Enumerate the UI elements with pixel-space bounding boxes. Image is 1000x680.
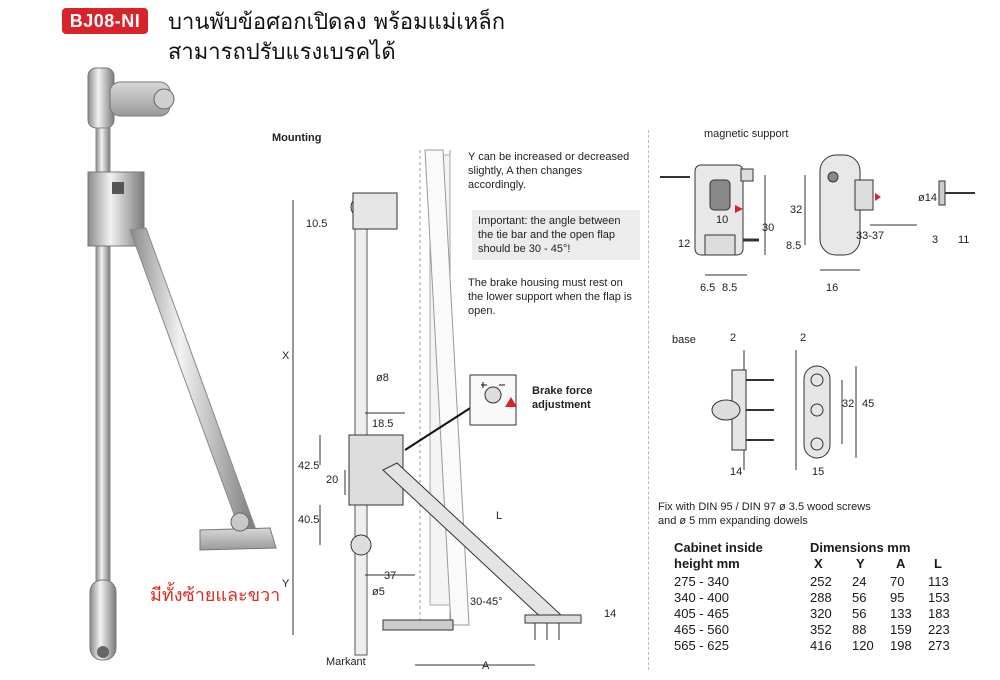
table-cell-y: 120 [852,638,874,653]
col-y: Y [856,556,865,571]
mag-dim-30: 30 [762,222,775,234]
table-cell-l: 273 [928,638,950,653]
base-dim-2-a: 2 [730,332,737,344]
table-cell-y: 88 [852,622,867,637]
base-dim-2-b: 2 [800,332,807,344]
brake-force-label: Brake force adjustment [532,385,593,411]
table-row: 340 - 400 288 56 95 153 [674,590,974,606]
base-dim-32: 32 [842,398,855,410]
mag-dim-12: 12 [678,238,691,250]
table-cell-x: 320 [810,606,832,621]
mag-dim-8-5-a: 8.5 [722,282,738,294]
table-row: 275 - 340 252 24 70 113 [674,574,974,590]
dim-y: Y [282,578,290,590]
table-cell-y: 56 [852,590,867,605]
product-title: บานพับข้อศอกเปิดลง พร้อมแม่เหล็ก สามารถป… [168,8,505,68]
table-cell-range: 405 - 465 [674,606,729,621]
table-cell-l: 223 [928,622,950,637]
fix-note-1: Fix with DIN 95 / DIN 97 ø 3.5 wood scre… [658,501,871,513]
table-cell-range: 465 - 560 [674,622,729,637]
mag-dim-33-37: 33-37 [856,230,885,242]
note-important: Important: the angle between the tie bar… [472,210,640,260]
table-cell-a: 70 [890,574,905,589]
table-cell-a: 133 [890,606,912,621]
mag-dim-32: 32 [790,204,803,216]
table-cell-l: 183 [928,606,950,621]
dim-14: 14 [604,608,617,620]
mag-dim-11: 11 [958,234,970,246]
base-heading: base [672,334,696,346]
note-brake-housing: The brake housing must rest on the lower… [468,277,632,317]
mag-dim-10: 10 [716,214,729,226]
dim-a: A [482,660,490,672]
table-cell-range: 340 - 400 [674,590,729,605]
table-row: 565 - 625 416 120 198 273 [674,638,974,654]
magnetic-drawing [660,154,975,276]
dim-20: 20 [326,474,339,486]
base-dim-45: 45 [862,398,875,410]
col-x: X [814,556,823,571]
mag-dim-d14: ø14 [918,192,937,204]
dim-40-5: 40.5 [298,514,320,526]
table-cell-range: 565 - 625 [674,638,729,653]
dim-angle: 30-45° [470,596,503,608]
dim-l: L [496,510,503,522]
table-head-left-2: height mm [674,556,740,571]
mag-dim-3: 3 [932,234,939,246]
markant-label: Markant [326,656,366,668]
table-cell-l: 153 [928,590,950,605]
col-l: L [934,556,942,571]
section-divider [648,130,649,670]
table-cell-y: 24 [852,574,867,589]
magnetic-heading: magnetic support [704,128,789,140]
base-drawing [711,350,857,470]
dim-x: X [282,350,290,362]
left-right-caption: มีทั้งซ้ายและขวา [150,585,281,606]
table-cell-a: 159 [890,622,912,637]
base-dim-15: 15 [812,466,825,478]
mag-dim-6-5: 6.5 [700,282,716,294]
table-cell-range: 275 - 340 [674,574,729,589]
table-head-right: Dimensions mm [810,540,911,555]
mag-dim-16: 16 [826,282,839,294]
col-a: A [896,556,906,571]
dimensions-table: Cabinet inside height mm Dimensions mm X… [674,540,974,654]
dim-18-5: 18.5 [372,418,394,430]
table-cell-x: 416 [810,638,832,653]
dim-d8: ø8 [376,372,389,384]
table-head-left: Cabinet inside height mm [674,540,763,572]
product-photo [87,67,277,661]
dim-d5: ø5 [372,586,385,598]
title-line-1: บานพับข้อศอกเปิดลง พร้อมแม่เหล็ก [168,10,506,35]
mag-dim-8-5-b: 8.5 [786,240,802,252]
table-cell-a: 95 [890,590,905,605]
table-cell-y: 56 [852,606,867,621]
table-head-left-1: Cabinet inside [674,540,763,555]
mounting-heading: Mounting [272,132,322,144]
product-code-badge: BJ08-NI [62,8,148,34]
dim-42-5: 42.5 [298,460,320,472]
fix-note-2: and ø 5 mm expanding dowels [658,515,808,527]
table-cell-x: 288 [810,590,832,605]
table-cell-x: 352 [810,622,832,637]
mounting-drawing [292,149,582,666]
table-row: 465 - 560 352 88 159 223 [674,622,974,638]
table-cell-a: 198 [890,638,912,653]
dim-37: 37 [384,570,397,582]
dim-10-5: 10.5 [306,218,328,230]
table-row: 405 - 465 320 56 133 183 [674,606,974,622]
note-y-adjust: Y can be increased or decreased slightly… [468,151,630,191]
title-line-2: สามารถปรับแรงเบรคได้ [168,40,396,65]
base-dim-14: 14 [730,466,743,478]
table-cell-x: 252 [810,574,832,589]
table-cell-l: 113 [928,574,949,589]
